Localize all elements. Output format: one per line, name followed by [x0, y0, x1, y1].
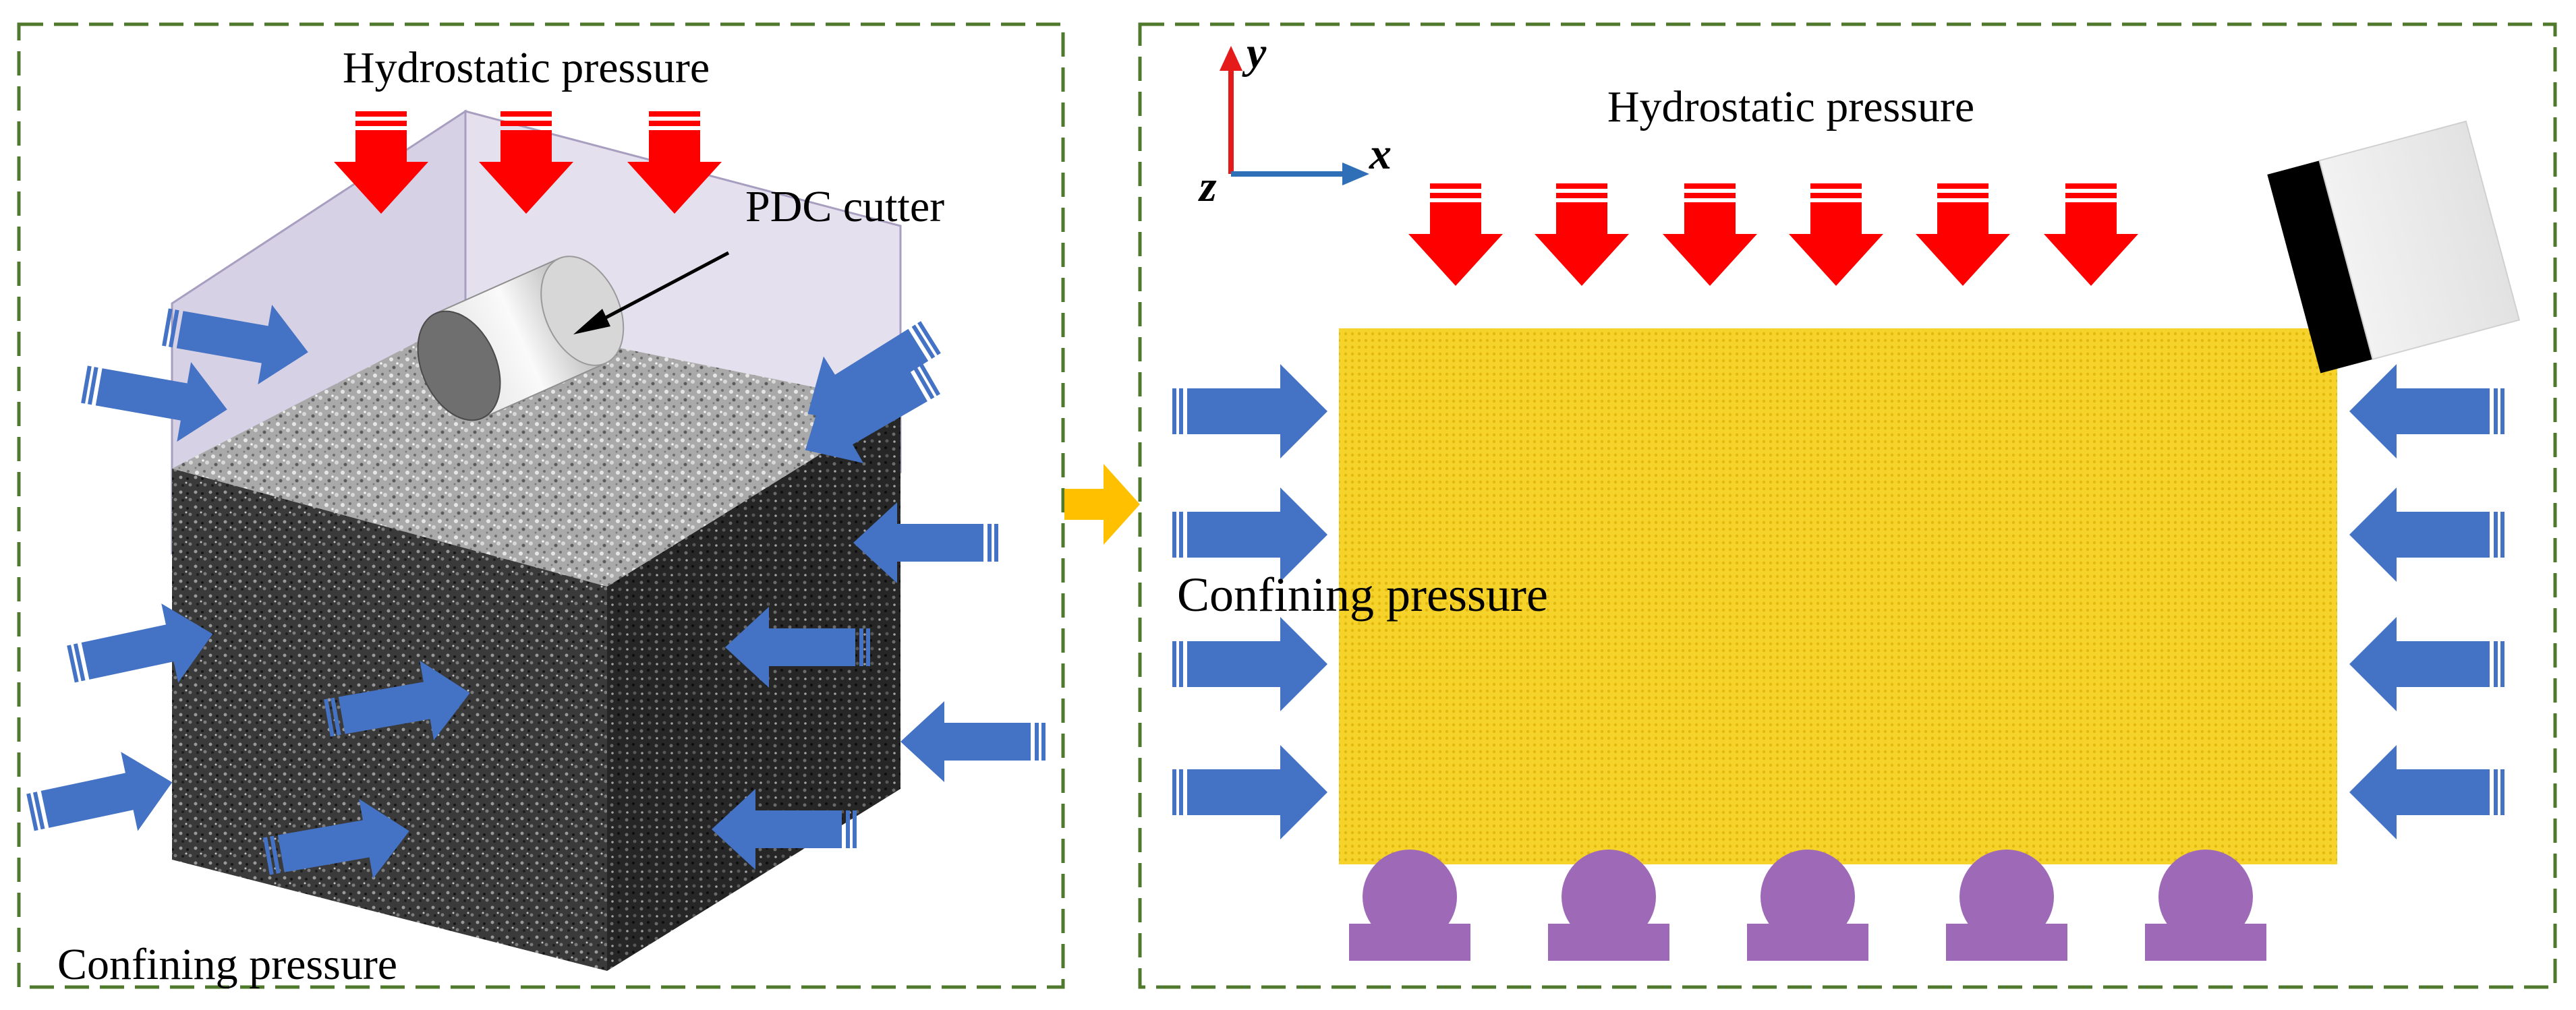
left-confining-label: Confining pressure: [57, 940, 397, 989]
confining-arrow: [2349, 487, 2505, 582]
z-axis-label: z: [1198, 162, 1217, 211]
right-panel-frame: [1138, 22, 2557, 989]
confining-arrow: [1172, 617, 1327, 711]
confining-arrow: [2349, 364, 2505, 458]
right-hydrostatic-arrows: [1408, 183, 2138, 286]
confining-arrow: [900, 701, 1046, 782]
fixed-support: [1946, 850, 2067, 961]
transition-arrow: [1064, 464, 1140, 545]
confining-arrow: [2349, 617, 2505, 711]
confining-arrow: [1172, 364, 1327, 458]
pdc-cutter-label: PDC cutter: [745, 182, 944, 231]
hydrostatic-arrow: [1916, 183, 2010, 286]
fixed-support: [1747, 850, 1868, 961]
cutter-pointer-line: [596, 251, 730, 324]
hydrostatic-arrow: [2044, 183, 2138, 286]
hydrostatic-arrow: [1789, 183, 1883, 286]
x-axis-label: x: [1369, 129, 1392, 179]
fixed-support: [1548, 850, 1669, 961]
right-confining-arrows-right: [2349, 364, 2505, 839]
right-confining-label: Confining pressure: [1177, 568, 1548, 622]
rock-top-face: [172, 317, 900, 587]
hydrostatic-arrow: [1663, 183, 1757, 286]
confining-arrow: [22, 742, 181, 852]
fixed-support: [1349, 850, 1470, 961]
pdc-cutter-2d: [2267, 120, 2521, 374]
bottom-supports: [1349, 850, 2266, 961]
pdc-cutter-3d: [417, 256, 625, 421]
cutter-pointer-head: [573, 309, 610, 334]
hydrostatic-arrow: [1408, 183, 1503, 286]
right-hydrostatic-label: Hydrostatic pressure: [1607, 82, 1974, 131]
left-hydrostatic-arrows: [334, 111, 722, 214]
fixed-support: [2145, 850, 2266, 961]
confining-arrow: [1172, 745, 1327, 839]
y-axis-label: y: [1242, 28, 1267, 78]
rock-sample-2d: [1339, 328, 2337, 864]
left-hydrostatic-label: Hydrostatic pressure: [343, 43, 710, 92]
left-panel-frame: [17, 22, 1065, 989]
coordinate-axes: y x z: [1198, 28, 1392, 211]
confining-arrow: [2349, 745, 2505, 839]
hydrostatic-arrow: [1535, 183, 1629, 286]
